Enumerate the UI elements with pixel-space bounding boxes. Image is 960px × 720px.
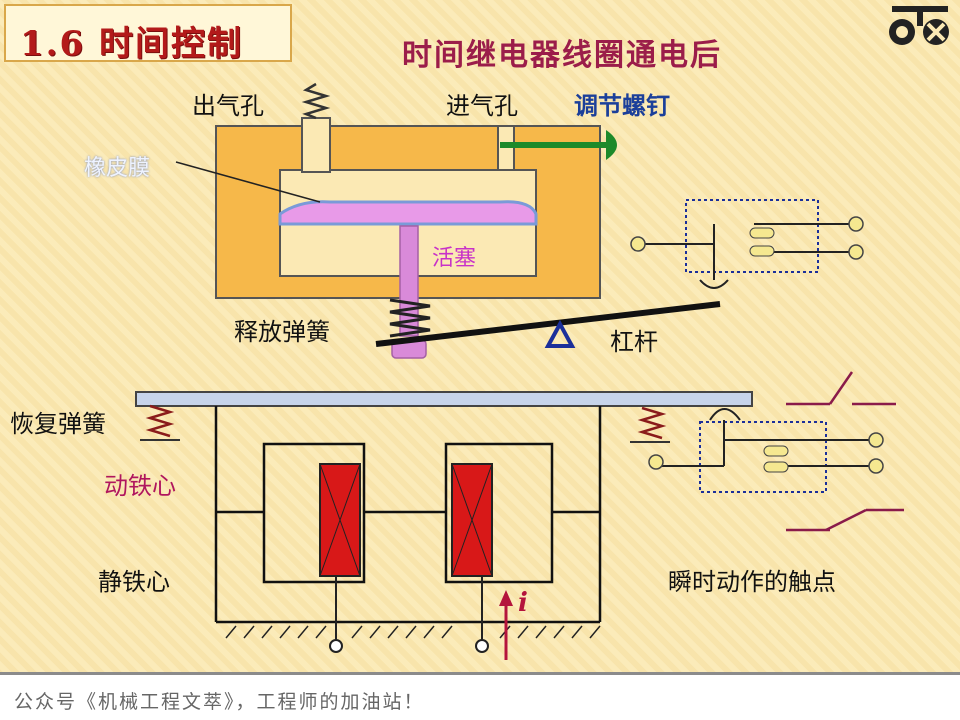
contact-symbol-no [786, 508, 904, 532]
section-title: 1.6 时间控制 [20, 24, 243, 64]
spring-icon [301, 82, 331, 120]
triangle-fulcrum-icon [544, 319, 576, 348]
terminal-right [475, 639, 489, 653]
label-armature: 动铁心 [104, 472, 176, 500]
label-release-spring: 释放弹簧 [234, 318, 330, 346]
coil-left [319, 463, 361, 577]
label-air-outlet: 出气孔 [192, 92, 264, 120]
label-instant-contacts: 瞬时动作的触点 [668, 568, 836, 596]
footer-bar: 公众号《机械工程文萃》，工程师的加油站！ [0, 672, 960, 720]
ground-hatch-icon [225, 625, 601, 639]
label-lever: 杠杆 [610, 328, 658, 356]
terminal-left [329, 639, 343, 653]
label-static-core: 静铁心 [98, 568, 170, 596]
relay-diagram [135, 82, 904, 660]
instant-contact-group [648, 408, 884, 493]
contact-symbol-nc [786, 371, 896, 406]
membrane-pointer [175, 161, 321, 203]
coil-right [451, 463, 493, 577]
rubber-membrane [278, 200, 538, 226]
slide-title: 时间继电器线圈通电后 [402, 38, 722, 73]
arrow-up-icon [499, 590, 513, 660]
footer-text: 公众号《机械工程文萃》，工程师的加油站！ [14, 691, 425, 713]
spring-icon [637, 406, 667, 440]
label-current: i [518, 588, 528, 618]
label-air-inlet: 进气孔 [446, 92, 518, 120]
label-rubber-membrane: 橡皮膜 [84, 156, 151, 181]
label-return-spring: 恢复弹簧 [10, 410, 106, 438]
delayed-contact-group [630, 199, 864, 289]
lever-bar [375, 301, 721, 347]
spring-icon [145, 404, 175, 438]
spring-icon [389, 298, 431, 338]
section-title-box: 1.6 时间控制 [4, 4, 292, 64]
armature-bar [135, 391, 753, 407]
static-core [214, 406, 602, 624]
label-piston: 活塞 [432, 246, 477, 271]
logo-icon [884, 4, 956, 50]
label-adjust-screw: 调节螺钉 [574, 92, 670, 120]
adjust-screw [500, 130, 617, 160]
